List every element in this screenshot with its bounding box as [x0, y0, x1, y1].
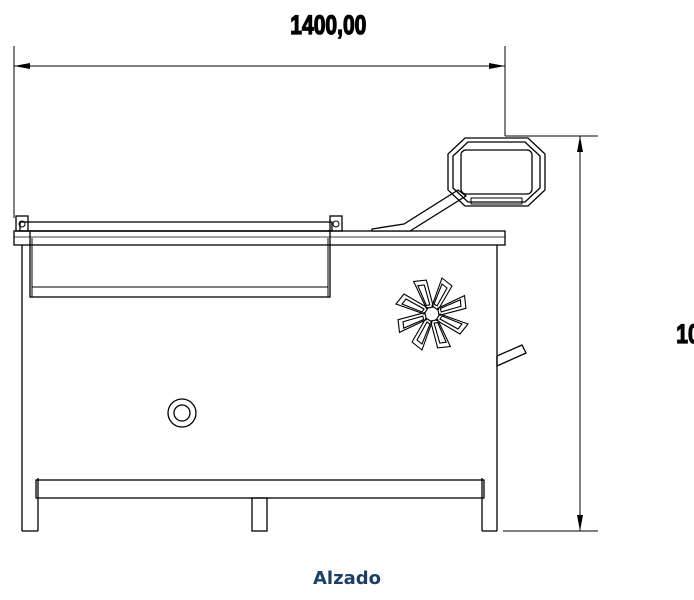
machine-body	[13, 230, 506, 532]
width-dimension: 1400,00	[13, 10, 506, 218]
drain-valve	[167, 398, 197, 428]
brand-logo	[391, 273, 473, 355]
width-dimension-label: 1400,00	[290, 11, 366, 41]
drain-spout	[496, 344, 527, 368]
height-dimension: 1099,50	[503, 135, 694, 532]
view-caption: Alzado	[313, 568, 381, 589]
height-dimension-label: 1099,50	[676, 320, 694, 350]
control-panel	[371, 137, 546, 232]
lid-assembly	[15, 215, 343, 298]
elevation-drawing: 1400,00 1099,50	[13, 10, 694, 532]
